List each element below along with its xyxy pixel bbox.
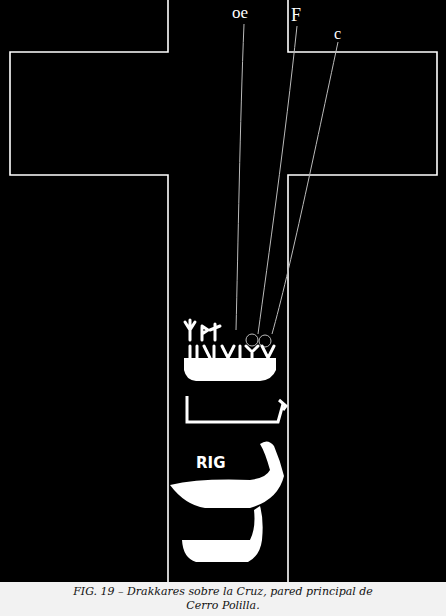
cross-outline (10, 0, 437, 582)
inscription-label: oe (232, 4, 248, 21)
inscription-label: F (291, 6, 301, 24)
drakkar-2 (187, 396, 286, 422)
drakkar-1 (184, 320, 276, 381)
figure-caption: FIG. 19 – Drakkares sobre la Cruz, pared… (0, 582, 446, 616)
drakkar-3 (170, 441, 284, 508)
drakkar-4 (182, 506, 263, 562)
cross-illustration (0, 0, 446, 582)
inscription-label: c (334, 26, 341, 42)
leader-lines (236, 24, 338, 347)
inscription-label: RIG (196, 456, 225, 471)
